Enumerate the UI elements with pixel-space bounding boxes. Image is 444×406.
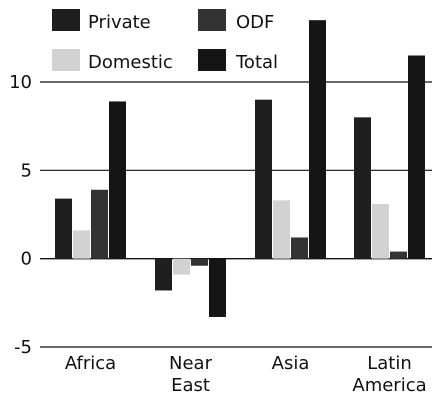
category-label-line: Near [169, 353, 213, 374]
legend-swatch-domestic [52, 49, 80, 71]
legend-swatch-private [52, 9, 80, 31]
y-tick-labels: -5 0 5 10 [9, 72, 32, 358]
bar-total-0 [109, 101, 126, 259]
bar-odf-0 [91, 189, 108, 259]
legend-label-private: Private [88, 12, 151, 33]
bar-total-1 [209, 258, 226, 317]
bar-odf-1 [191, 258, 208, 266]
bar-private-0 [55, 198, 72, 259]
y-tick-label-5: 5 [21, 160, 32, 181]
category-label-line: America [352, 375, 426, 396]
bar-odf-3 [390, 251, 407, 259]
y-tick-label-10: 10 [9, 72, 32, 93]
bar-private-1 [155, 258, 172, 291]
bar-total-2 [309, 20, 326, 259]
bar-domestic-1 [173, 258, 190, 275]
legend-label-odf: ODF [236, 12, 274, 33]
category-label-line: Latin [367, 353, 412, 374]
bar-private-3 [354, 117, 371, 259]
legend-swatch-odf [198, 9, 226, 31]
category-label-line: Asia [272, 353, 310, 374]
y-tick-label--5: -5 [14, 337, 32, 358]
bars [55, 20, 425, 317]
bar-private-2 [255, 99, 272, 259]
legend-label-total: Total [235, 52, 278, 73]
legend-label-domestic: Domestic [88, 52, 173, 73]
bar-domestic-3 [372, 203, 389, 259]
category-label-2: Asia [272, 353, 310, 374]
y-tick-label-0: 0 [21, 249, 32, 270]
category-label-line: Africa [65, 353, 116, 374]
bar-odf-2 [291, 237, 308, 259]
bar-domestic-2 [273, 200, 290, 259]
category-label-line: East [171, 375, 210, 396]
bar-total-3 [408, 55, 425, 259]
bar-domestic-0 [73, 230, 90, 259]
category-label-0: Africa [65, 353, 116, 374]
legend-swatch-total [198, 49, 226, 71]
